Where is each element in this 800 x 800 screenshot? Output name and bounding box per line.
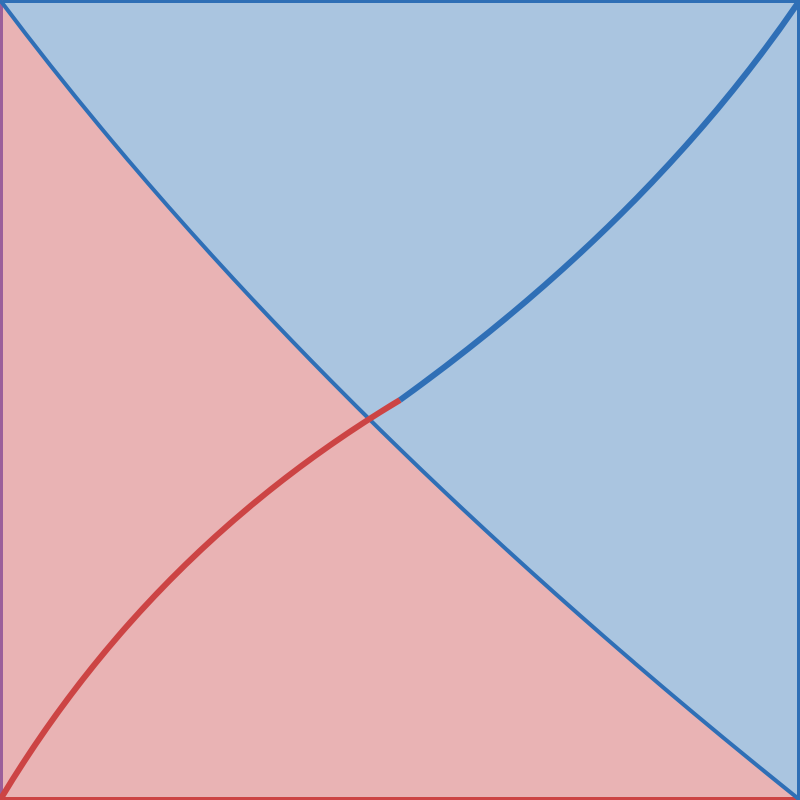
red-curve-lower-left [0,397,402,800]
blue-curve-upper-right [398,0,800,403]
